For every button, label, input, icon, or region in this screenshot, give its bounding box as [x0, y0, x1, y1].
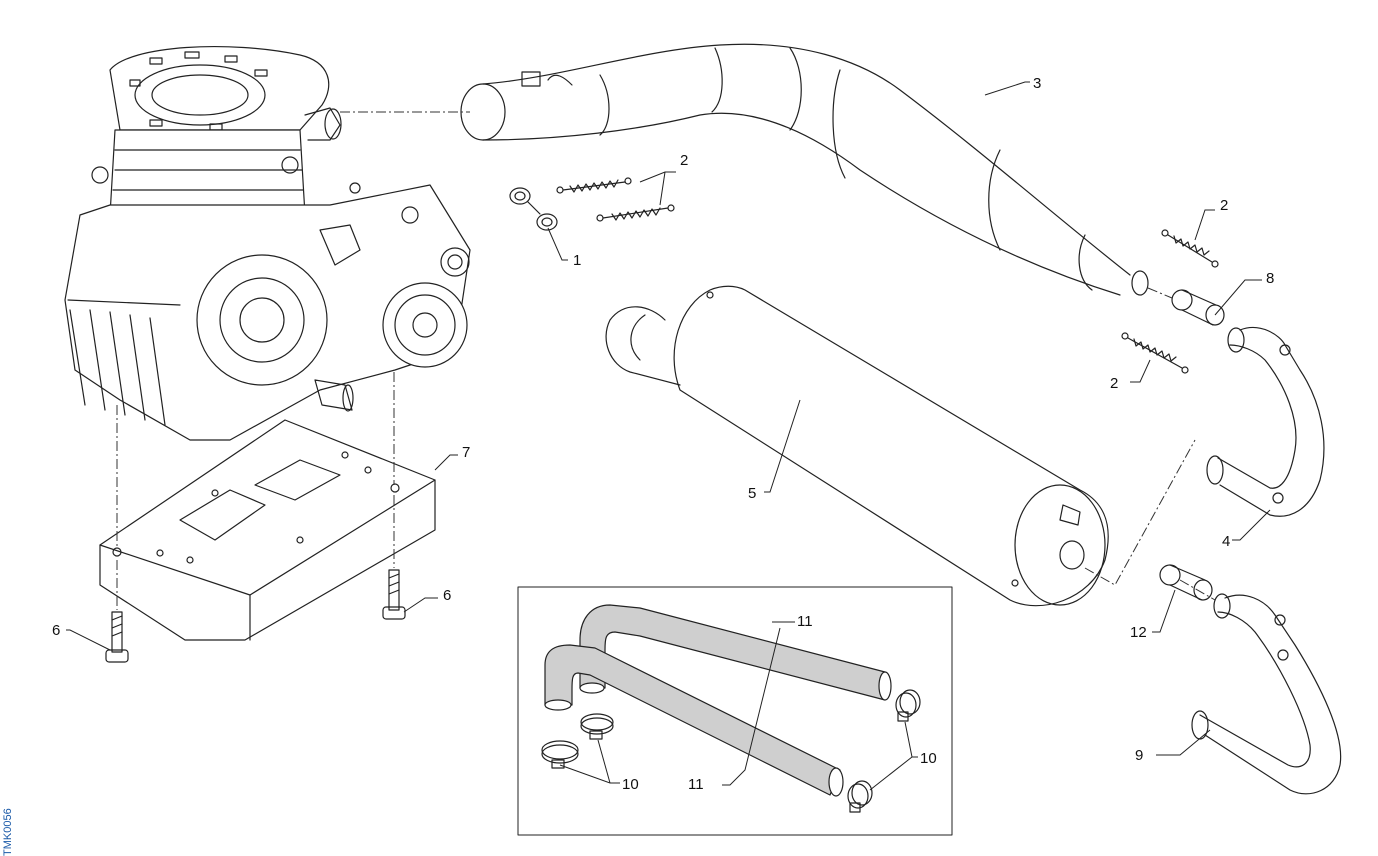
callout-7: 7: [462, 444, 470, 461]
callout-2-top: 2: [680, 152, 688, 169]
callout-10-left: 10: [622, 776, 639, 793]
exhaust-manifold-drawing: [460, 43, 1149, 296]
o-ring-drawing: [509, 187, 558, 231]
engine-mount-plate-drawing: [99, 419, 436, 641]
callout-6-right: 6: [443, 587, 451, 604]
callout-10-right: 10: [920, 750, 937, 767]
spring-right-top-drawing: [1161, 229, 1219, 268]
callout-11-bottom: 11: [688, 776, 704, 793]
callout-12: 12: [1130, 624, 1147, 641]
engine-drawing: [64, 46, 471, 441]
spring-top-b-drawing: [596, 204, 675, 222]
hose-upper-drawing: [579, 604, 892, 701]
callout-9: 9: [1135, 747, 1143, 764]
callout-5: 5: [748, 485, 756, 502]
clamp-a-drawing: [541, 740, 579, 769]
bolt-left-drawing: [105, 611, 129, 663]
bolt-right-drawing: [382, 569, 406, 620]
spring-right-bottom-drawing: [1121, 332, 1189, 374]
sleeve-12-drawing: [1159, 564, 1213, 601]
callout-1: 1: [573, 252, 581, 269]
figure-code: TMK0056: [2, 808, 14, 856]
clamp-d-drawing: [847, 780, 873, 813]
callout-11-top: 11: [797, 613, 813, 630]
callout-8: 8: [1266, 270, 1274, 287]
hose-kit-inset-box: [517, 586, 953, 836]
clamp-c-drawing: [895, 689, 921, 722]
link-pipe-4-drawing: [1206, 326, 1325, 517]
leader-lines: [66, 81, 1271, 791]
clamp-b-drawing: [580, 713, 614, 740]
assembly-guide-lines: [116, 111, 1216, 610]
silencer-drawing: [605, 285, 1109, 607]
callout-4: 4: [1222, 533, 1230, 550]
callout-2-right-top: 2: [1220, 197, 1228, 214]
callout-2-right-bottom: 2: [1110, 375, 1118, 392]
callout-6-left: 6: [52, 622, 60, 639]
spring-top-a-drawing: [556, 177, 632, 194]
link-pipe-9-drawing: [1191, 593, 1342, 795]
hose-lower-drawing: [544, 644, 844, 797]
callout-labels: 1 2 2 2 3 4 5 6 6 7 8 9 10 10 11 11 12: [52, 75, 1274, 793]
callout-3: 3: [1033, 75, 1041, 92]
sleeve-8-drawing: [1171, 289, 1225, 326]
